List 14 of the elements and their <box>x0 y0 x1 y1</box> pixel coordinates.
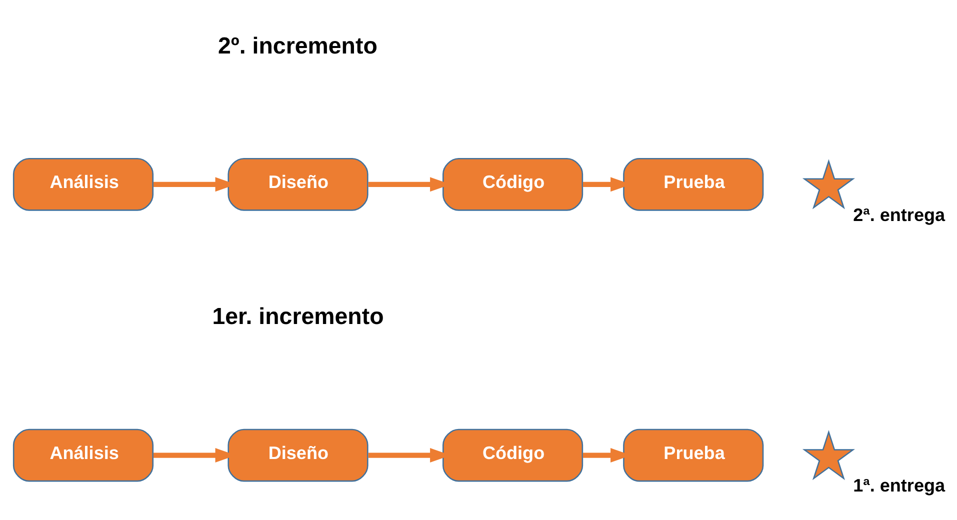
node-box: Diseño <box>228 157 368 210</box>
node-star <box>802 158 855 209</box>
node-box: Análisis <box>12 157 154 210</box>
node-box: Código <box>442 157 584 210</box>
label: 2º. incremento <box>218 32 378 58</box>
node-box: Análisis <box>12 428 154 482</box>
node-box: Código <box>442 428 584 482</box>
node-box: Diseño <box>228 428 368 482</box>
node-box: Prueba <box>623 157 764 210</box>
node-label: 1ª. entrega <box>853 475 946 496</box>
node-label: 2ª. entrega <box>853 204 946 224</box>
label: 1er. incremento <box>212 302 384 329</box>
node-star <box>802 429 855 480</box>
node-box: Prueba <box>623 428 764 482</box>
